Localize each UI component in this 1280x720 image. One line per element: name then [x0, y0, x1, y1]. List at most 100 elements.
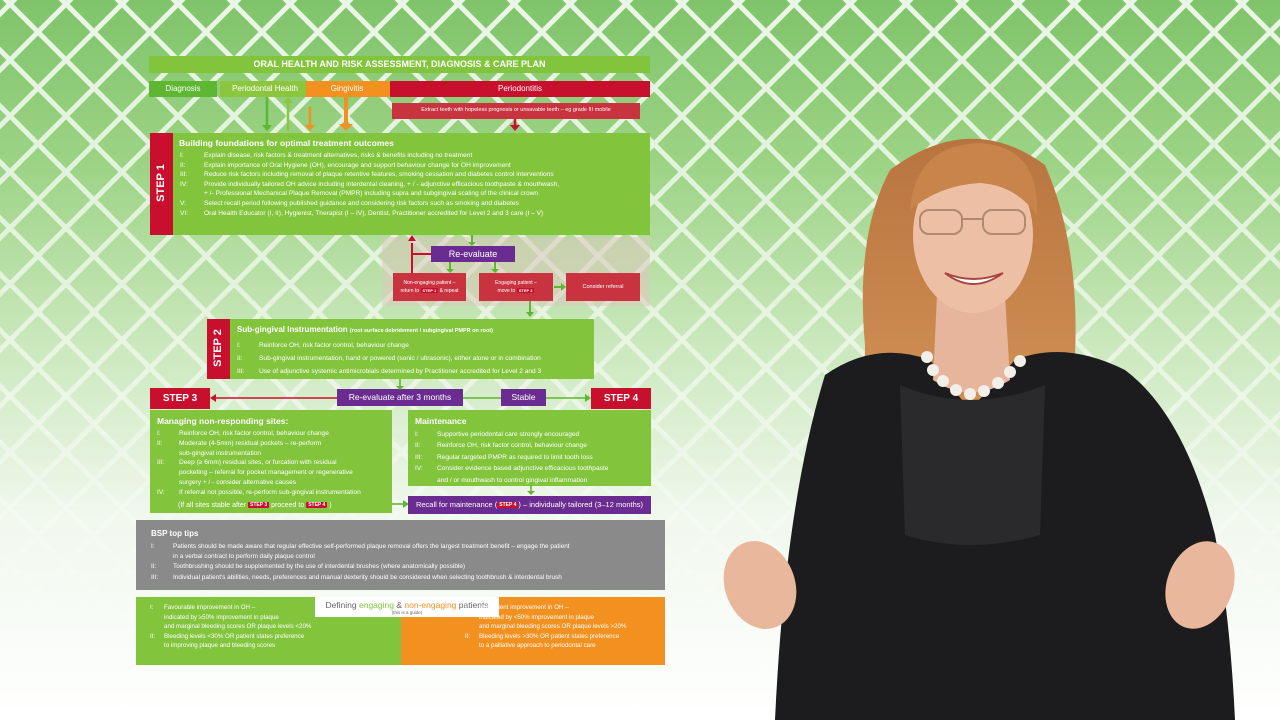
step-mini-tag: STEP 1 — [420, 288, 439, 294]
chart-title: ORAL HEALTH AND RISK ASSESSMENT, DIAGNOS… — [253, 59, 546, 69]
list-item-text: Reduce risk factors including removal of… — [204, 171, 554, 179]
list-item-text: Select recall period following published… — [204, 199, 519, 207]
step3-footer-text-mid: proceed to — [271, 502, 305, 509]
list-item-number: II: — [151, 563, 157, 571]
list-item-text: and marginal bleeding scores OR plaque l… — [479, 623, 627, 631]
list-item: I:Explain disease, risk factors & treatm… — [180, 151, 645, 161]
list-item-text: Explain importance of Oral Hygiene (OH),… — [204, 161, 511, 169]
engaging-criteria-list: I:Favourable improvement in OH –indicate… — [150, 603, 320, 651]
reevaluate-box: Re-evaluate — [431, 246, 515, 262]
non-engaging-box: Non-engaging patient – return to STEP 1 … — [393, 273, 466, 301]
list-item: I:Reinforce OH, risk factor control, beh… — [237, 339, 587, 352]
list-item-number: II: — [180, 161, 186, 169]
chart-title-bar: ORAL HEALTH AND RISK ASSESSMENT, DIAGNOS… — [149, 56, 650, 73]
list-item: IV: Provide individually tailored OH advi… — [180, 180, 645, 190]
step3-heading: Managing non-responding sites: — [157, 416, 289, 426]
list-item-text: Patients should be made aware that regul… — [173, 543, 570, 550]
list-item-text: indicated by ≥50% improvement in plaque — [164, 613, 279, 621]
diagnosis-label: Diagnosis — [165, 84, 201, 93]
list-item: II: Bleeding levels <30% OR patient state… — [150, 632, 320, 642]
step-mini-tag: STEP 2 — [516, 288, 535, 294]
stable-label: Stable — [511, 392, 536, 402]
step-mini-tag: STEP 4 — [306, 502, 328, 509]
list-item-text: surgery + / - consider alternative cause… — [179, 478, 297, 486]
non-engaging-text-end: & repeat — [439, 288, 459, 294]
list-item-number: IV: — [157, 488, 165, 496]
list-item-text: Reinforce OH, risk factor control, behav… — [437, 442, 587, 450]
list-item-number: I: — [180, 152, 184, 159]
middle-row-arrows — [210, 379, 591, 402]
list-item: to a palliative approach to periodontal … — [465, 641, 660, 651]
step2-heading: Sub-gingival Instrumentation — [237, 325, 348, 334]
list-item: IV:Consider evidence based adjunctive ef… — [415, 463, 647, 474]
list-item: III: Reduce risk factors including remova… — [180, 170, 645, 180]
engaging-line1: Engaging patient – — [495, 280, 537, 286]
list-item: in a verbal contract to perform daily pl… — [151, 552, 661, 562]
defining-title: Defining engaging & non-engaging patient… — [315, 600, 499, 610]
stable-box: Stable — [501, 389, 546, 406]
list-item-number: I: — [237, 342, 241, 349]
step3-footer-text: (If all sites stable after — [178, 502, 247, 509]
non-engaging-line1: Non-engaging patient – — [403, 280, 456, 286]
list-item-text: Bleeding levels >30% OR patient states p… — [479, 632, 620, 640]
list-item: pocketing – referral for pocket manageme… — [157, 468, 389, 478]
engaging-text: move to — [497, 288, 516, 294]
referral-box: Consider referral — [566, 273, 640, 301]
recall-arrows — [392, 500, 409, 508]
diagnosis-arrows — [262, 97, 520, 131]
recall-maintenance-text: Recall for maintenance (STEP 4) – indivi… — [408, 500, 651, 509]
list-item-text: Oral Health Educator (I, II), Hygienist,… — [204, 209, 544, 217]
list-item-text: Provide individually tailored OH advice … — [204, 180, 560, 188]
step4-tag: STEP 4 — [591, 388, 651, 409]
defining-engaging: engaging — [359, 600, 394, 610]
periodontal-health-label: Periodontal Health — [232, 84, 298, 93]
list-item: I:Patients should be made aware that reg… — [151, 542, 661, 552]
list-item-text: sub-gingival instrumentation — [179, 449, 262, 457]
step-mini-tag: STEP 3 — [248, 502, 270, 509]
list-item-number: III: — [180, 171, 188, 179]
list-item-text: and marginal bleeding scores OR plaque l… — [164, 623, 312, 631]
list-item-number: II: — [150, 632, 156, 640]
list-item: III: Deep (≥ 6mm) residual sites, or furc… — [157, 458, 389, 468]
list-item-number: I: — [415, 431, 419, 438]
list-item-number: VI: — [180, 209, 189, 217]
defining-non-engaging: non-engaging — [404, 600, 457, 610]
list-item-text: Individual patient's abilities, needs, p… — [173, 573, 562, 581]
list-item-number: I: — [157, 430, 161, 437]
bsp-tips-heading: BSP top tips — [151, 529, 199, 538]
recall-maintenance-box: Recall for maintenance (STEP 4) – indivi… — [408, 496, 651, 514]
list-item: and marginal bleeding scores OR plaque l… — [465, 622, 660, 632]
list-item: III:Use of adjunctive systemic antimicro… — [237, 365, 587, 378]
list-item-text: Deep (≥ 6mm) residual sites, or furcatio… — [179, 459, 337, 467]
list-item: to improving plaque and bleeding scores — [150, 641, 320, 651]
reevaluate-3-months-box: Re-evaluate after 3 months — [337, 389, 463, 406]
list-item: II:Bleeding levels >30% OR patient state… — [465, 632, 660, 642]
list-item-number: III: — [157, 459, 165, 467]
list-item: II:Toothbrushing should be supplemented … — [151, 562, 661, 572]
list-item: II: Explain importance of Oral Hygiene (O… — [180, 161, 645, 171]
step1-panel — [150, 133, 650, 235]
list-item: II:Reinforce OH, risk factor control, be… — [415, 440, 647, 451]
step3-tag: STEP 3 — [150, 388, 210, 409]
non-engaging-criteria-list: I:Insufficient improvement in OH –indica… — [465, 603, 660, 651]
list-item: + /- Professional Mechanical Plaque Remo… — [180, 189, 645, 199]
defining-guide: (this is a guide) — [391, 610, 423, 615]
step2-list: I:Reinforce OH, risk factor control, beh… — [237, 339, 587, 378]
step2-panel — [207, 319, 594, 379]
list-item-number: III: — [237, 368, 245, 375]
list-item: VI: Oral Health Educator (I, II), Hygieni… — [180, 209, 645, 219]
list-item-number: IV: — [180, 180, 188, 188]
defining-label-box: Defining engaging & non-engaging patient… — [315, 597, 499, 617]
step1-list: I:Explain disease, risk factors & treatm… — [180, 151, 645, 218]
list-item-text: + /- Professional Mechanical Plaque Remo… — [204, 190, 539, 198]
gingivitis-arrow-shape — [306, 81, 398, 97]
list-item-number: II: — [237, 355, 243, 362]
extract-text: Extract teeth with hopeless prognosis or… — [421, 107, 611, 113]
list-item-text: Bleeding levels <30% OR patient states p… — [164, 632, 305, 640]
list-item-text: Consider evidence based adjunctive effic… — [437, 465, 609, 473]
list-item: III:Regular targeted PMPR as required to… — [415, 452, 647, 463]
list-item-text: and / or mouthwash to control gingival i… — [437, 476, 588, 484]
list-item: I:Reinforce OH, risk factor control, beh… — [157, 429, 389, 439]
gingivitis-label: Gingivitis — [330, 84, 364, 93]
step2-tag: STEP 2 — [207, 319, 230, 379]
